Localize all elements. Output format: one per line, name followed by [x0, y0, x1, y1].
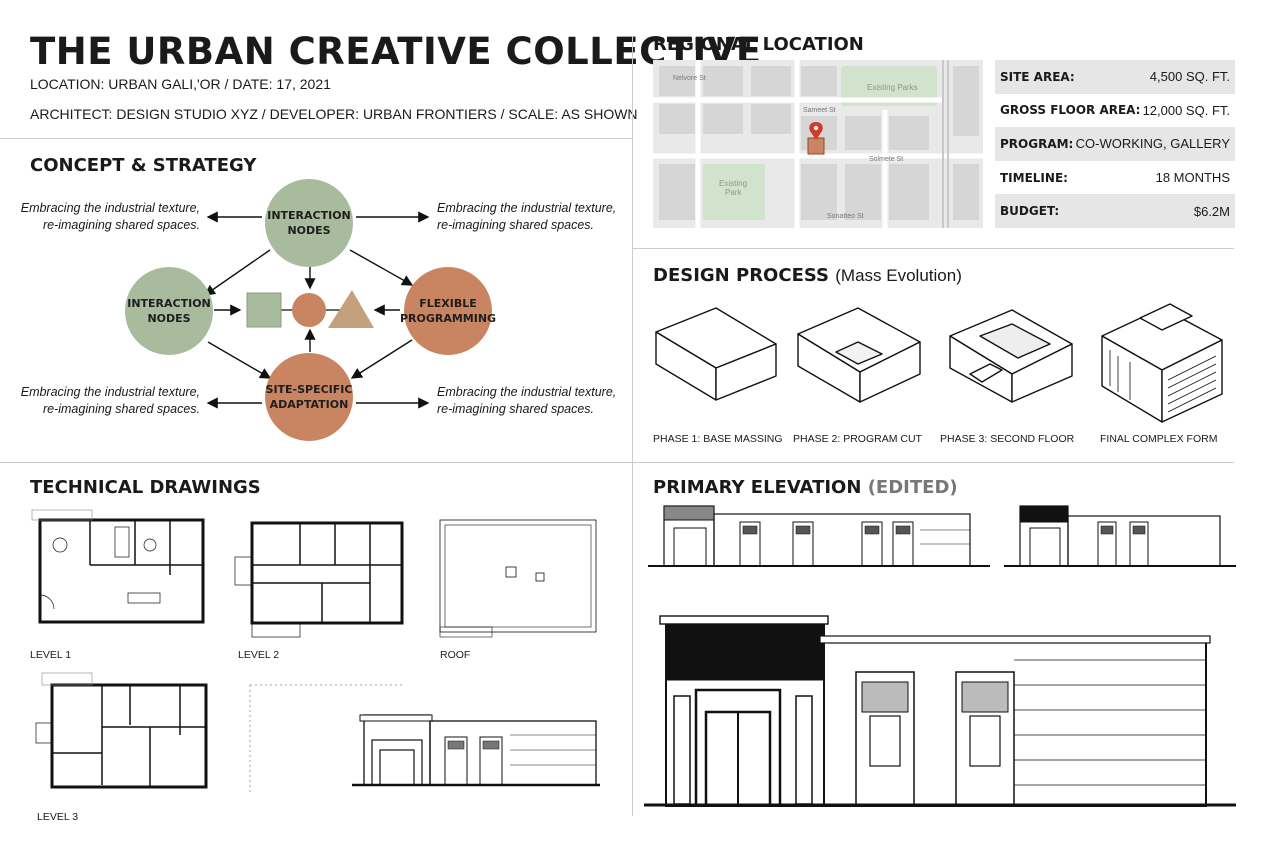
final-form-label: FINAL COMPLEX FORM — [1100, 433, 1218, 445]
map-park — [703, 164, 765, 220]
svg-text:Existing Parks: Existing Parks — [867, 83, 918, 92]
elevation-drawings — [644, 505, 1236, 807]
divider — [632, 248, 1234, 249]
divider — [0, 138, 632, 139]
level-3-label: LEVEL 3 — [37, 811, 79, 823]
page-title: THE URBAN CREATIVE COLLECTIVE — [30, 30, 762, 73]
location-pin-icon — [809, 122, 823, 140]
note-top-left: Embracing the industrial texture, re-ima… — [20, 201, 200, 232]
square-shape — [246, 292, 282, 328]
node-site-specific: SITE-SPECIFIC ADAPTATION — [265, 353, 353, 441]
site-map[interactable]: Nelvore St Sameet St Solmete St Sonatteo… — [653, 60, 983, 228]
level-2-label: LEVEL 2 — [238, 649, 280, 661]
svg-text:Nelvore St: Nelvore St — [673, 75, 706, 82]
note-top-right: Embracing the industrial texture, re-ima… — [437, 201, 617, 232]
circle-shape — [292, 293, 326, 327]
stat-row: GROSS FLOOR AREA:12,000 SQ. FT. — [1000, 102, 1230, 118]
svg-text:Park: Park — [725, 188, 742, 197]
stat-row: BUDGET:$6.2M — [995, 194, 1235, 228]
svg-text:Existing: Existing — [719, 179, 747, 188]
divider — [0, 462, 1234, 463]
map-park — [841, 66, 937, 106]
concept-heading: CONCEPT & STRATEGY — [30, 155, 257, 176]
credits-line: ARCHITECT: DESIGN STUDIO XYZ / DEVELOPER… — [30, 106, 638, 122]
floor-plans — [31, 509, 600, 795]
note-bottom-left: Embracing the industrial texture, re-ima… — [20, 385, 200, 416]
note-bottom-right: Embracing the industrial texture, re-ima… — [437, 385, 617, 416]
phase-3-label: PHASE 3: SECOND FLOOR — [940, 433, 1075, 445]
node-interaction-left: INTERACTION NODES — [125, 267, 213, 355]
project-info-line: LOCATION: URBAN GALI,'OR / DATE: 17, 202… — [30, 76, 331, 92]
roof-label: ROOF — [440, 649, 471, 661]
site-parcel — [807, 137, 825, 155]
concept-diagram — [203, 211, 430, 409]
technical-heading: TECHNICAL DRAWINGS — [30, 477, 261, 498]
node-flexible-programming: FLEXIBLE PROGRAMMING — [400, 267, 496, 355]
project-stats-table: SITE AREA:4,500 SQ. FT. GROSS FLOOR AREA… — [995, 60, 1235, 228]
triangle-shape — [328, 290, 374, 328]
svg-text:Sameet St: Sameet St — [803, 107, 836, 114]
elevation-heading: PRIMARY ELEVATION (EDITED) — [653, 477, 958, 498]
svg-text:Sonatteo St: Sonatteo St — [827, 213, 864, 220]
vertical-divider — [632, 36, 633, 816]
stat-row: SITE AREA:4,500 SQ. FT. — [995, 60, 1235, 94]
design-process-heading: DESIGN PROCESS (Mass Evolution) — [653, 265, 962, 286]
level-1-label: LEVEL 1 — [30, 649, 72, 661]
phase-1-label: PHASE 1: BASE MASSING — [653, 433, 783, 445]
stat-row: PROGRAM:CO-WORKING, GALLERY — [995, 127, 1235, 161]
stat-row: TIMELINE:18 MONTHS — [1000, 170, 1230, 186]
mass-evolution-diagrams — [655, 303, 1223, 423]
regional-heading: REGIONAL LOCATION — [653, 34, 864, 55]
phase-2-label: PHASE 2: PROGRAM CUT — [793, 433, 922, 445]
svg-text:Solmete St: Solmete St — [869, 156, 903, 163]
node-interaction-top: INTERACTION NODES — [265, 179, 353, 267]
